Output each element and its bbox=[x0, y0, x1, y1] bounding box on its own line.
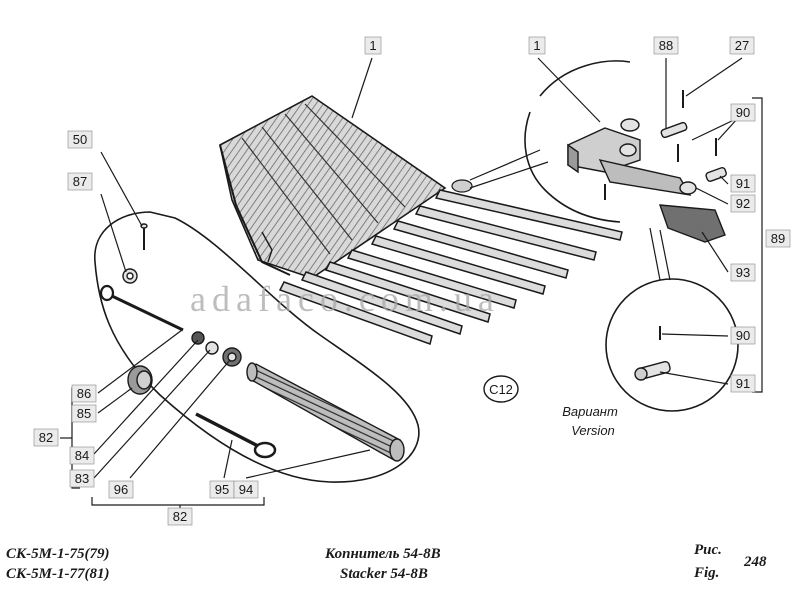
detail-bubble-hinge bbox=[524, 60, 631, 223]
detail-circle-pin bbox=[605, 278, 739, 412]
pin-part bbox=[634, 360, 671, 381]
svg-text:94: 94 bbox=[239, 482, 253, 497]
svg-text:82: 82 bbox=[39, 430, 53, 445]
svg-text:1: 1 bbox=[533, 38, 540, 53]
svg-text:92: 92 bbox=[736, 196, 750, 211]
model-code-1: СК-5М-1-75(79) bbox=[6, 546, 110, 562]
label-86: 86 bbox=[71, 384, 97, 403]
svg-text:83: 83 bbox=[75, 471, 89, 486]
figure-label-ru: Рис. bbox=[694, 542, 722, 558]
figure-label-en: Fig. bbox=[694, 565, 720, 581]
spring-part bbox=[246, 362, 405, 462]
svg-text:C12: C12 bbox=[489, 382, 513, 397]
label-94: 94 bbox=[233, 480, 259, 499]
eye-bolt-part bbox=[195, 412, 277, 459]
callout-c12: C12 bbox=[483, 375, 519, 403]
model-code-2: СК-5М-1-77(81) bbox=[6, 566, 110, 582]
part-labels: 1 1 88 27 50 87 90 91 92 89 93 90 91 86 … bbox=[33, 36, 791, 526]
watermark: adafaco.com.ua bbox=[190, 279, 500, 319]
label-83: 83 bbox=[69, 469, 95, 488]
svg-text:27: 27 bbox=[735, 38, 749, 53]
svg-text:1: 1 bbox=[369, 38, 376, 53]
label-92: 92 bbox=[730, 194, 756, 213]
svg-text:86: 86 bbox=[77, 386, 91, 401]
label-82b: 82 bbox=[167, 507, 193, 526]
label-96: 96 bbox=[108, 480, 134, 499]
label-91b: 91 bbox=[730, 374, 756, 393]
label-1a: 1 bbox=[364, 36, 382, 55]
label-82a: 82 bbox=[33, 428, 59, 447]
svg-text:50: 50 bbox=[73, 132, 87, 147]
label-91a: 91 bbox=[730, 174, 756, 193]
label-90a: 90 bbox=[730, 103, 756, 122]
svg-text:82: 82 bbox=[173, 509, 187, 524]
svg-text:90: 90 bbox=[736, 105, 750, 120]
svg-text:84: 84 bbox=[75, 448, 89, 463]
variant-label-en: Version bbox=[571, 423, 615, 438]
label-88: 88 bbox=[653, 36, 679, 55]
svg-text:95: 95 bbox=[215, 482, 229, 497]
label-93: 93 bbox=[730, 263, 756, 282]
svg-text:91: 91 bbox=[736, 376, 750, 391]
label-90b: 90 bbox=[730, 326, 756, 345]
svg-text:90: 90 bbox=[736, 328, 750, 343]
detail-bubble-left bbox=[94, 211, 420, 483]
stacker-assembly bbox=[219, 95, 623, 345]
leader-lines bbox=[60, 57, 763, 510]
svg-text:91: 91 bbox=[736, 176, 750, 191]
label-1b: 1 bbox=[528, 36, 546, 55]
svg-text:89: 89 bbox=[771, 231, 785, 246]
label-50: 50 bbox=[67, 130, 93, 149]
figure-title-ru: Копнитель 54-8В bbox=[325, 546, 441, 562]
svg-text:96: 96 bbox=[114, 482, 128, 497]
svg-text:93: 93 bbox=[736, 265, 750, 280]
svg-text:87: 87 bbox=[73, 174, 87, 189]
variant-label-ru: Вариант bbox=[562, 404, 618, 419]
label-89: 89 bbox=[765, 229, 791, 248]
svg-text:88: 88 bbox=[659, 38, 673, 53]
svg-text:85: 85 bbox=[77, 406, 91, 421]
pins-and-bolts bbox=[604, 90, 727, 200]
label-95: 95 bbox=[209, 480, 235, 499]
label-84: 84 bbox=[69, 446, 95, 465]
hinge-bracket bbox=[567, 118, 726, 243]
label-87: 87 bbox=[67, 172, 93, 191]
figure-title-en: Stacker 54-8B bbox=[340, 566, 428, 582]
stacker-tines bbox=[278, 189, 623, 345]
detail-parts-left bbox=[99, 223, 242, 395]
label-85: 85 bbox=[71, 404, 97, 423]
label-27: 27 bbox=[729, 36, 755, 55]
figure-number: 248 bbox=[744, 554, 767, 570]
